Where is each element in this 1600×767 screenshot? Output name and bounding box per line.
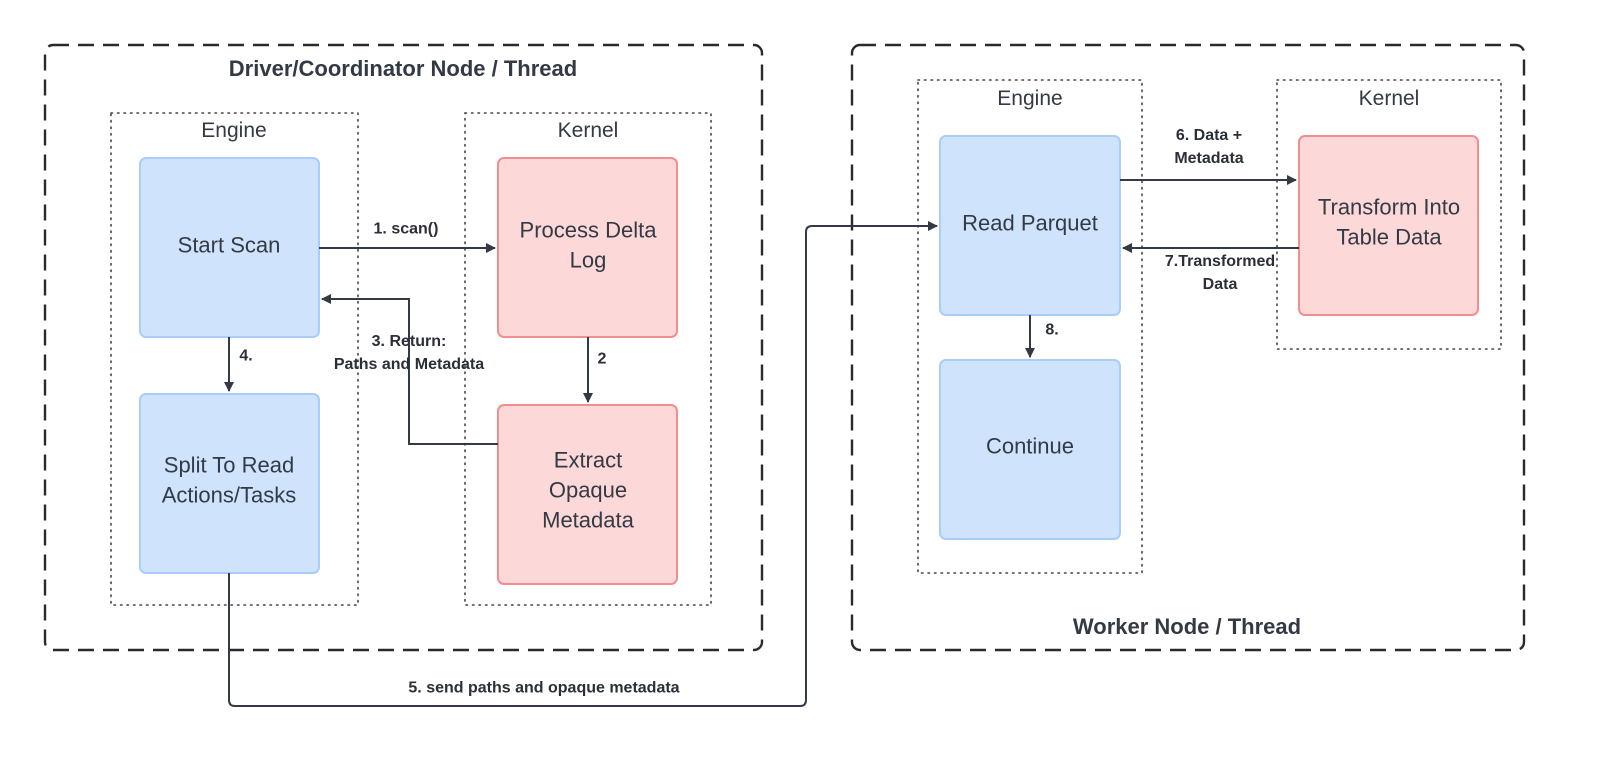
edge-5-label-line-1: 5. send paths and opaque metadata	[408, 680, 679, 697]
edge-7-label-line-2: Data	[1203, 276, 1238, 293]
edge-1-label: 1. scan()	[374, 221, 439, 238]
worker-kernel-group	[1276, 79, 1502, 350]
driver-kernel-label: Kernel	[558, 119, 619, 142]
node-continue-label: Continue	[986, 434, 1074, 459]
driver-engine-group	[110, 112, 359, 606]
edge-4-label: 4.	[239, 348, 252, 365]
driver-kernel-group	[464, 112, 712, 606]
edge-2-label-line-1: 2	[598, 351, 607, 368]
driver-engine-label: Engine	[201, 119, 266, 142]
worker-engine-label: Engine	[997, 87, 1062, 110]
edge-7-label-line-1: 7.Transformed	[1165, 253, 1275, 270]
node-extract-opaque-metadata-label-line-3: Metadata	[542, 508, 634, 533]
node-process-delta-log-label-line-2: Log	[570, 248, 607, 273]
node-split-to-read-label-line-2: Actions/Tasks	[162, 483, 297, 508]
worker-node-frame	[850, 43, 1526, 652]
edge-5-send	[228, 221, 938, 707]
node-start-scan-label-line-1: Start Scan	[178, 233, 281, 258]
node-continue-label-line-1: Continue	[986, 434, 1074, 459]
worker-kernel-label: Kernel	[1359, 87, 1420, 110]
edge-4-label-line-1: 4.	[239, 348, 252, 365]
node-extract-opaque-metadata-label-line-2: Opaque	[549, 478, 627, 503]
node-extract-opaque-metadata-label-line-1: Extract	[554, 448, 622, 473]
edge-8-label-line-1: 8.	[1045, 322, 1058, 339]
edge-6-label-line-2: Metadata	[1174, 150, 1243, 167]
node-read-parquet-label: Read Parquet	[962, 211, 1098, 236]
node-transform-into-table-data-label-line-1: Transform Into	[1318, 195, 1460, 220]
worker-node-title: Worker Node / Thread	[1073, 614, 1301, 639]
node-read-parquet-label-line-1: Read Parquet	[962, 211, 1098, 236]
edge-1-label-line-1: 1. scan()	[374, 221, 439, 238]
driver-node-title: Driver/Coordinator Node / Thread	[229, 56, 577, 81]
worker-engine-group	[917, 79, 1143, 574]
node-transform-into-table-data-label-line-2: Table Data	[1336, 225, 1442, 250]
continue-box	[939, 359, 1121, 540]
node-start-scan-label: Start Scan	[178, 233, 281, 258]
edge-3-return	[321, 294, 498, 445]
edge-8-label: 8.	[1045, 322, 1058, 339]
edge-6-label: 6. Data + Metadata	[1174, 127, 1243, 167]
edge-2-label: 2	[598, 351, 607, 368]
edge-3-label: 3. Return: Paths and Metadata	[334, 333, 484, 373]
driver-node-frame	[43, 43, 764, 652]
edge-5-label: 5. send paths and opaque metadata	[408, 680, 679, 697]
transform-into-table-data-box	[1298, 135, 1479, 316]
node-split-to-read-label-line-1: Split To Read	[164, 453, 294, 478]
extract-opaque-metadata-box	[497, 404, 678, 585]
node-process-delta-log-label-line-1: Process Delta	[520, 218, 658, 243]
edge-3-label-line-1: 3. Return:	[372, 333, 447, 350]
edge-3-label-line-2: Paths and Metadata	[334, 356, 484, 373]
edge-6-label-line-1: 6. Data +	[1176, 127, 1242, 144]
